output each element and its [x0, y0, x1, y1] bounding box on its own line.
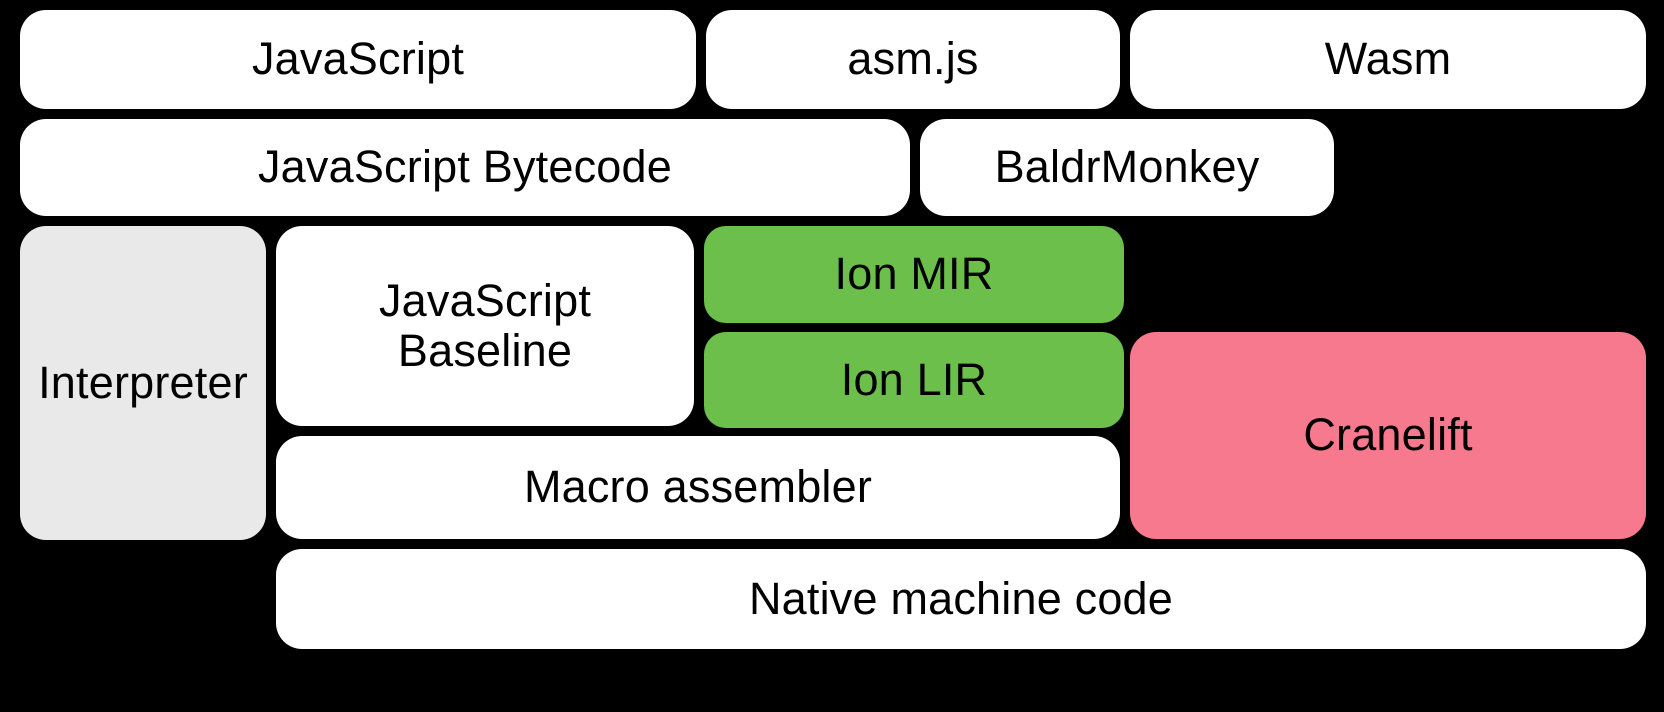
box-macro-assembler[interactable]: Macro assembler [276, 436, 1120, 539]
box-native-machine-code[interactable]: Native machine code [276, 549, 1646, 649]
box-javascript-bytecode[interactable]: JavaScript Bytecode [20, 119, 910, 216]
box-label-javascript-bytecode: JavaScript Bytecode [257, 141, 672, 193]
box-label-ion-lir: Ion LIR [840, 353, 988, 405]
box-label-interpreter: Interpreter [38, 356, 248, 408]
box-javascript[interactable]: JavaScript [20, 10, 696, 109]
box-label-wasm: Wasm [1324, 33, 1452, 85]
box-ion-mir[interactable]: Ion MIR [704, 226, 1124, 323]
box-ion-lir[interactable]: Ion LIR [704, 332, 1124, 428]
box-label-macro-assembler: Macro assembler [523, 461, 873, 513]
box-asmjs[interactable]: asm.js [706, 10, 1120, 109]
box-wasm[interactable]: Wasm [1130, 10, 1646, 109]
box-label-native-machine-code: Native machine code [748, 572, 1174, 624]
box-javascript-baseline[interactable]: JavaScript Baseline [276, 226, 694, 426]
box-label-ion-mir: Ion MIR [834, 248, 994, 300]
box-label-baldrmonkey: BaldrMonkey [994, 141, 1260, 193]
box-label-javascript: JavaScript [251, 33, 465, 85]
box-interpreter[interactable]: Interpreter [20, 226, 266, 540]
box-label-asmjs: asm.js [847, 33, 979, 85]
box-label-cranelift: Cranelift [1303, 409, 1473, 461]
box-label-javascript-baseline: JavaScript Baseline [378, 274, 592, 376]
box-cranelift[interactable]: Cranelift [1130, 332, 1646, 539]
box-baldrmonkey[interactable]: BaldrMonkey [920, 119, 1334, 216]
